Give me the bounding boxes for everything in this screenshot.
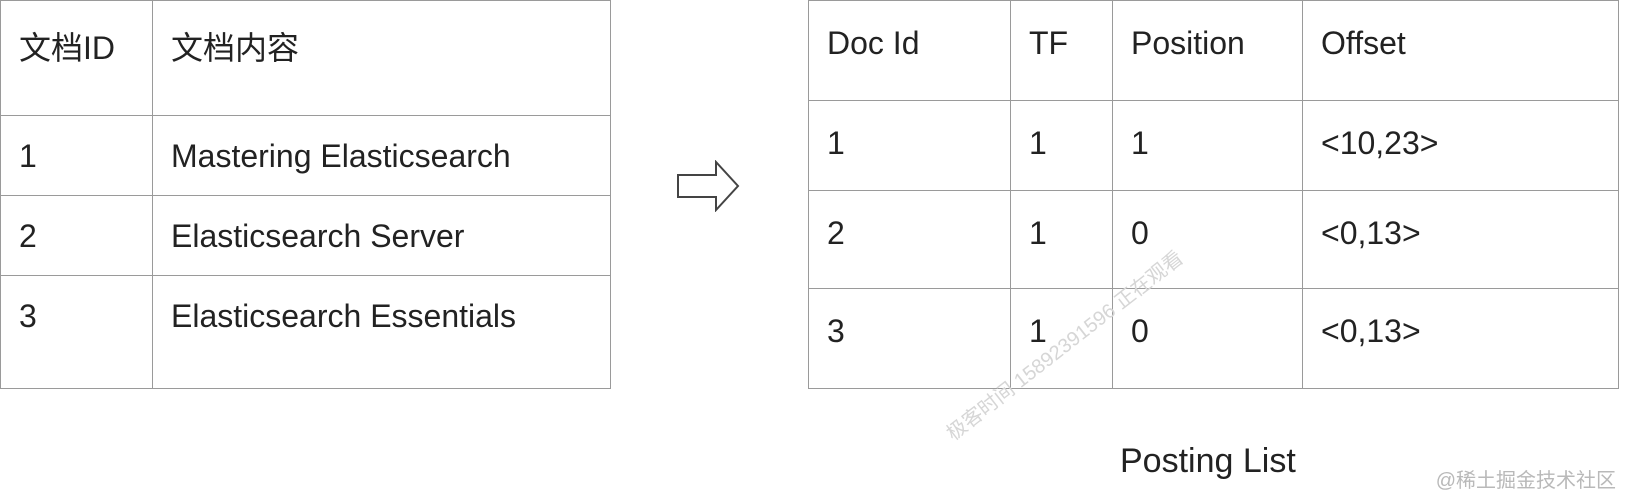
cell-doc-id: 3	[808, 288, 1011, 389]
table-row: 3 1 0 <0,13>	[808, 288, 1619, 389]
header-doc-id: 文档ID	[0, 0, 153, 116]
header-doc-id: Doc Id	[808, 0, 1011, 101]
cell-tf: 1	[1010, 190, 1113, 289]
table-row: 3 Elasticsearch Essentials	[0, 275, 611, 389]
header-position: Position	[1112, 0, 1303, 101]
cell-doc-content: Elasticsearch Essentials	[152, 275, 611, 389]
posting-list-caption: Posting List	[1120, 442, 1296, 480]
cell-doc-id: 2	[808, 190, 1011, 289]
cell-offset: <0,13>	[1302, 288, 1619, 389]
cell-doc-id: 1	[0, 115, 153, 196]
cell-position: 0	[1112, 288, 1303, 389]
cell-tf: 1	[1010, 100, 1113, 191]
table-row: 2 Elasticsearch Server	[0, 195, 611, 276]
cell-offset: <10,23>	[1302, 100, 1619, 191]
header-doc-content: 文档内容	[152, 0, 611, 116]
document-table: 文档ID 文档内容 1 Mastering Elasticsearch 2 El…	[0, 0, 611, 389]
table-row: 2 1 0 <0,13>	[808, 190, 1619, 289]
cell-doc-id: 3	[0, 275, 153, 389]
header-tf: TF	[1010, 0, 1113, 101]
cell-position: 0	[1112, 190, 1303, 289]
posting-list-table: Doc Id TF Position Offset 1 1 1 <10,23> …	[808, 0, 1619, 389]
cell-doc-content: Mastering Elasticsearch	[152, 115, 611, 196]
table-row: 1 Mastering Elasticsearch	[0, 115, 611, 196]
cell-doc-content: Elasticsearch Server	[152, 195, 611, 276]
table-row: 1 1 1 <10,23>	[808, 100, 1619, 191]
header-offset: Offset	[1302, 0, 1619, 101]
cell-doc-id: 1	[808, 100, 1011, 191]
cell-doc-id: 2	[0, 195, 153, 276]
source-credit: @稀土掘金技术社区	[1435, 470, 1616, 492]
document-table-header: 文档ID 文档内容	[0, 0, 611, 116]
cell-tf: 1	[1010, 288, 1113, 389]
cell-position: 1	[1112, 100, 1303, 191]
cell-offset: <0,13>	[1302, 190, 1619, 289]
right-arrow-outline-icon	[677, 160, 740, 212]
posting-list-header: Doc Id TF Position Offset	[808, 0, 1619, 101]
